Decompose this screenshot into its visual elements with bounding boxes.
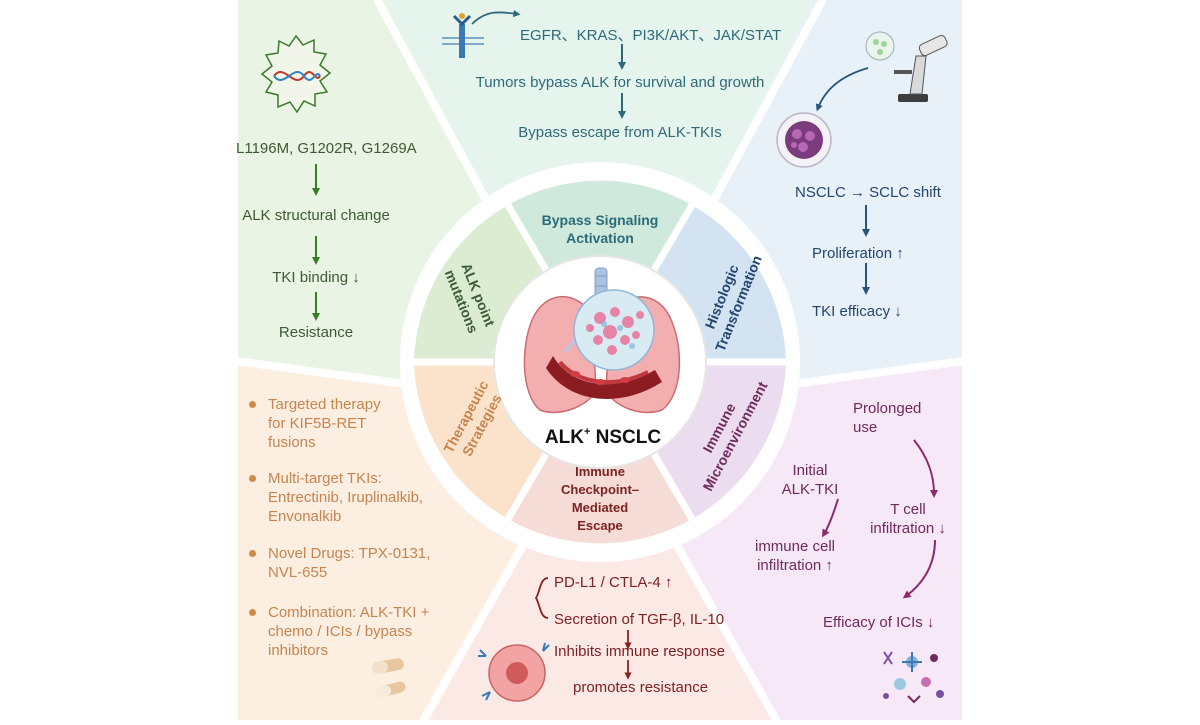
immune-cell-infiltration-2: infiltration ↑ (757, 557, 833, 574)
therapy-item-1-line-1: Targeted therapy (268, 396, 381, 413)
therapy-item-3-line-2: NVL-655 (268, 564, 328, 581)
tcell-infiltration-2: infiltration ↓ (870, 520, 946, 537)
tgf-il10-secretion: Secretion of TGF-β, IL-10 (554, 611, 725, 628)
therapy-item-1-line-2: for KIF5B-RET (268, 415, 367, 432)
initial-alk-tki-1: Initial (792, 462, 828, 479)
promotes-resistance: promotes resistance (573, 679, 709, 696)
therapy-item-2-line-3: Envonalkib (268, 508, 342, 525)
microscope-icon (865, 31, 948, 102)
inhibits-immune-response: Inhibits immune response (554, 643, 725, 660)
bullet-icon (249, 475, 256, 482)
bullet-icon (249, 550, 256, 557)
immune-cell-infiltration-1: immune cell (754, 538, 836, 555)
ring-label-checkpoint-2: Checkpoint– (561, 482, 639, 497)
ring-label-checkpoint-3: Mediated (572, 500, 628, 515)
tcell-infiltration-1: T cell (890, 501, 926, 518)
ring-label-checkpoint-4: Escape (577, 518, 623, 533)
ring-label-checkpoint-1: Immune (575, 464, 625, 479)
bypass-pathways: EGFR、KRAS、PI3K/AKT、JAK/STAT (520, 27, 782, 44)
initial-alk-tki-2: ALK-TKI (781, 481, 839, 498)
dna-virus-icon (260, 34, 332, 114)
tki-efficacy: TKI efficacy ↓ (812, 303, 902, 320)
bullet-icon (249, 401, 256, 408)
resistance: Resistance (278, 324, 354, 341)
prolonged-use-1: Prolonged (853, 400, 922, 417)
pills-icon (372, 658, 406, 698)
alk-structural-change: ALK structural change (242, 207, 390, 224)
therapy-item-4-line-3: inhibitors (268, 642, 329, 659)
bypass-step-2: Bypass escape from ALK-TKIs (518, 124, 722, 141)
pdl1-ctla4: PD-L1 / CTLA-4 ↑ (554, 574, 673, 591)
nsclc-sclc-shift: NSCLC → SCLC shift (795, 184, 941, 201)
center-title: ALK+ NSCLC (545, 426, 662, 448)
therapy-item-4-line-2: chemo / ICIs / bypass (268, 623, 413, 640)
bullet-icon (249, 609, 256, 616)
bypass-step-1: Tumors bypass ALK for survival and growt… (475, 74, 765, 91)
alk-mutations-list: L1196M, G1202R, G1269A (236, 140, 417, 157)
efficacy-icis: Efficacy of ICIs ↓ (823, 614, 935, 631)
immune-cells-icon (883, 651, 944, 704)
tumor-cell-icon (776, 112, 832, 168)
therapy-item-1-line-3: fusions (268, 434, 316, 451)
ring-label-bypass-2: Activation (566, 230, 634, 246)
ring-label-bypass-1: Bypass Signaling (542, 212, 659, 228)
therapy-item-4-line-1: Combination: ALK-TKI + (268, 604, 430, 621)
checkpoint-cell-icon (478, 642, 550, 702)
lungs-icon (523, 267, 681, 414)
receptor-icon (442, 9, 521, 58)
therapy-item-3-line-1: Novel Drugs: TPX-0131, (268, 545, 431, 562)
therapy-item-2-line-2: Entrectinib, Iruplinalkib, (268, 489, 424, 506)
prolonged-use-2: use (853, 419, 878, 436)
therapy-item-2-line-1: Multi-target TKIs: (268, 470, 382, 487)
panel-checkpoint (430, 410, 770, 720)
tki-binding: TKI binding ↓ (272, 269, 360, 286)
proliferation: Proliferation ↑ (812, 245, 904, 262)
